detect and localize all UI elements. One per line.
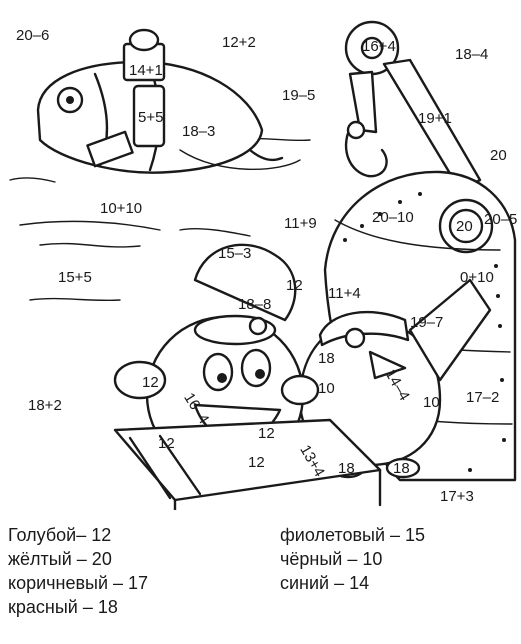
legend-item-black: чёрный – 10 [280,549,383,569]
label-20-10: 20–10 [372,209,414,226]
label-11-plus-4: 11+4 [328,285,361,302]
legend-item-brown: коричневый – 17 [8,573,149,593]
label-16-plus-4: 16+4 [362,38,396,55]
label-18-plus-2: 18+2 [28,397,62,414]
label-15-3: 15–3 [218,245,251,262]
coloring-illustration: 20–6 12+2 14+1 5+5 18–3 19–5 16+4 18–4 1… [9,20,517,510]
label-5-plus-5: 5+5 [138,109,163,126]
label-12-chair-right: 12 [248,454,265,471]
label-10-penguin-body: 10 [318,380,335,397]
label-18-4: 18–4 [455,46,488,63]
legend-item-blue: синий – 14 [280,573,370,593]
label-19-5: 19–5 [282,87,315,104]
rivets [343,192,506,472]
label-18-8: 18–8 [238,296,271,313]
label-20-5: 20–5 [484,211,517,228]
label-17-plus-3: 17+3 [440,488,474,505]
label-12-hat: 12 [286,277,303,294]
color-legend: Голубой– 12 жёлтый – 20 коричневый – 17 … [0,515,521,640]
label-20: 20 [490,147,507,164]
label-10-penguin-wing: 10 [423,394,440,411]
label-20-circle: 20 [456,218,473,235]
expression-labels: 20–6 12+2 14+1 5+5 18–3 19–5 16+4 18–4 1… [16,27,517,505]
label-12-chair-middle: 12 [258,425,275,442]
label-12-plus-2: 12+2 [222,34,256,51]
label-19-7: 19–7 [410,314,443,331]
legend-item-yellow: жёлтый – 20 [8,549,112,569]
deck-chair [113,418,382,510]
legend-item-red: красный – 18 [8,597,118,617]
label-12-chair-left: 12 [158,435,175,452]
label-20-6: 20–6 [16,27,49,44]
crane-drawing [344,20,482,192]
label-14-plus-1: 14+1 [129,62,163,79]
legend-left-column: Голубой– 12 жёлтый – 20 коричневый – 17 … [8,523,148,619]
label-11-plus-9: 11+9 [284,215,317,232]
label-17-2: 17–2 [466,389,499,406]
legend-item-light-blue: Голубой– 12 [8,525,112,545]
submarine-drawing [36,28,301,174]
label-18-penguin-head: 18 [318,350,335,367]
label-0-plus-10: 0+10 [460,269,494,286]
label-18-left-foot: 18 [338,460,355,477]
legend-right-column: фиолетовый – 15 чёрный – 10 синий – 14 [280,523,425,595]
label-12-left-arm: 12 [142,374,159,391]
label-18-3: 18–3 [182,123,215,140]
label-10-plus-10: 10+10 [100,200,142,217]
label-18-right-foot: 18 [393,460,410,477]
label-19-plus-1: 19+1 [418,110,452,127]
legend-item-violet: фиолетовый – 15 [280,525,426,545]
label-15-plus-5: 15+5 [58,269,92,286]
